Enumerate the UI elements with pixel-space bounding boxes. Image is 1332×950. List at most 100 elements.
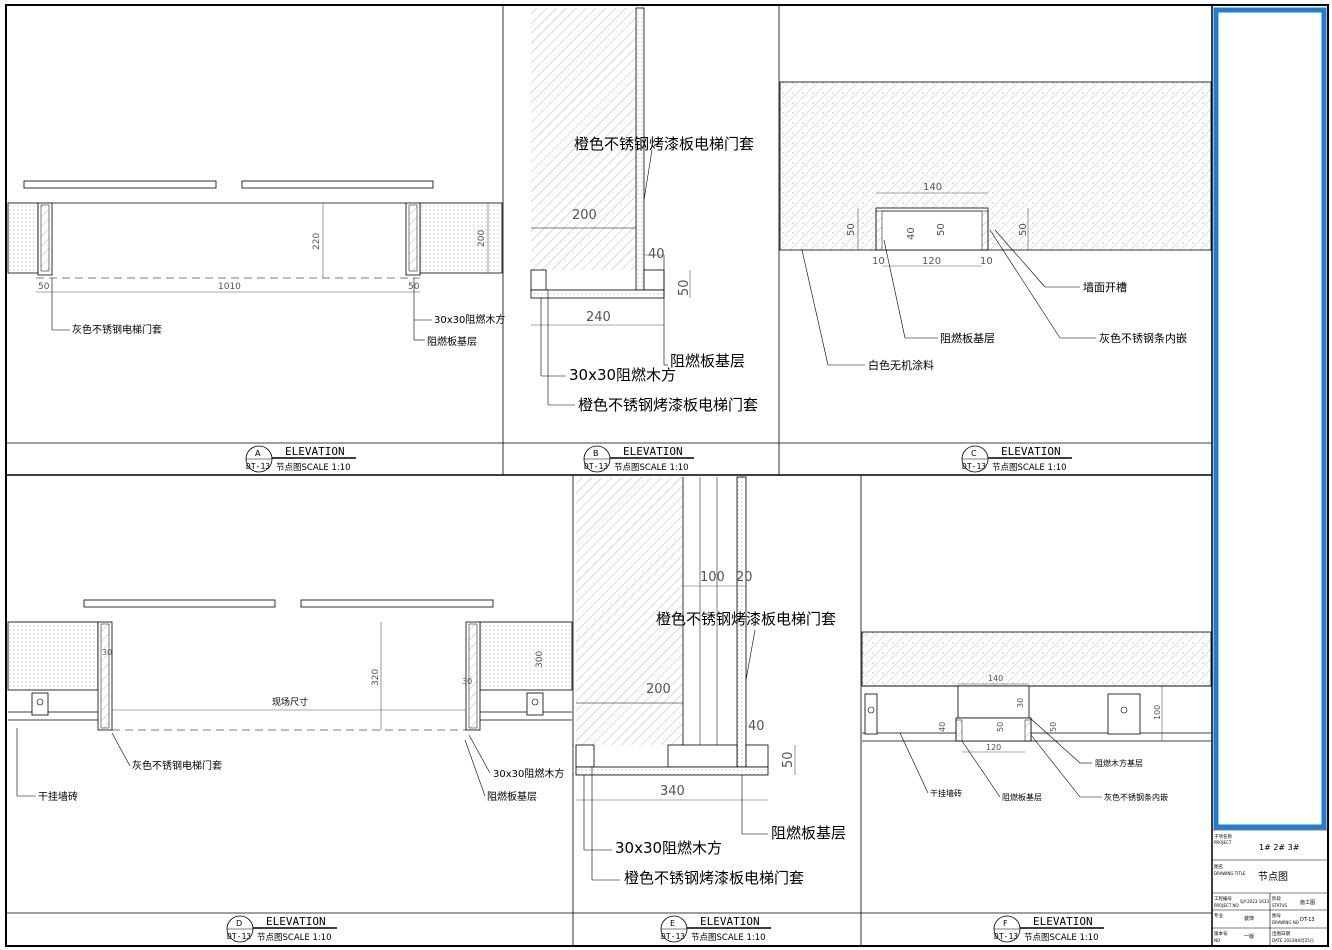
tb-major-value: 装饰 bbox=[1244, 915, 1254, 922]
caption-f-ref: DT-13 bbox=[994, 932, 1018, 941]
tb-project-label-cn: 子项名称 bbox=[1214, 833, 1232, 840]
panel-a-dim-50-right: 50 bbox=[408, 282, 420, 292]
panel-d-dim-320: 320 bbox=[371, 669, 381, 686]
panel-f-label-board: 阻燃板基层 bbox=[1002, 792, 1042, 802]
tb-major-label: 专业 bbox=[1214, 912, 1223, 919]
caption-a bbox=[245, 445, 356, 473]
panel-f-label-strip: 灰色不锈钢条内嵌 bbox=[1104, 792, 1168, 802]
panel-f-label-wood-base: 阻燃木方基层 bbox=[1095, 758, 1143, 768]
panel-f-drawing bbox=[861, 631, 1212, 798]
caption-b-subtitle: 节点图SCALE 1:10 bbox=[614, 463, 689, 473]
tb-status-en: STATUS bbox=[1272, 903, 1287, 908]
caption-d-title: ELEVATION bbox=[266, 915, 326, 928]
tb-status-value: 施工图 bbox=[1300, 899, 1315, 906]
caption-a-subtitle: 节点图SCALE 1:10 bbox=[276, 463, 351, 473]
caption-c-letter: C bbox=[971, 449, 977, 458]
panel-f-dim-50-right: 50 bbox=[1049, 722, 1058, 732]
panel-a-drawing bbox=[7, 180, 503, 341]
tb-version-en: NO bbox=[1214, 938, 1220, 943]
panel-c-drawing bbox=[779, 81, 1212, 366]
caption-b-ref: DT-13 bbox=[584, 462, 608, 471]
panel-a-label-door-cover: 灰色不锈钢电梯门套 bbox=[72, 323, 162, 336]
caption-f-title: ELEVATION bbox=[1033, 915, 1093, 928]
panel-f-dim-140: 140 bbox=[988, 674, 1003, 683]
caption-a-letter: A bbox=[255, 449, 261, 458]
caption-e-subtitle: 节点图SCALE 1:10 bbox=[691, 933, 766, 943]
panel-a-label-board: 阻燃板基层 bbox=[427, 335, 477, 348]
panel-e-dim-100: 100 bbox=[700, 570, 725, 585]
panel-b-label-door-cover-bottom: 橙色不锈钢烤漆板电梯门套 bbox=[578, 396, 758, 414]
panel-c-label-paint: 白色无机涂料 bbox=[868, 358, 934, 372]
tb-date-value: 2023年8月25日 bbox=[1284, 937, 1314, 943]
panel-c-dim-40: 40 bbox=[906, 227, 917, 240]
panel-d-drawing bbox=[7, 599, 573, 797]
panel-c-dim-10-right: 10 bbox=[980, 256, 993, 267]
panel-b-label-board: 阻燃板基层 bbox=[670, 352, 745, 370]
panel-e-dim-20: 20 bbox=[736, 570, 753, 585]
tb-project-no-en: PROJECT NO bbox=[1214, 903, 1239, 908]
panel-d-label-board: 阻燃板基层 bbox=[487, 790, 537, 803]
caption-e bbox=[660, 915, 771, 943]
caption-d-ref: DT-13 bbox=[227, 932, 251, 941]
panel-c-dim-50-left: 50 bbox=[846, 223, 857, 236]
caption-b bbox=[583, 445, 694, 473]
panel-c-dim-140: 140 bbox=[923, 182, 942, 193]
caption-c-subtitle: 节点图SCALE 1:10 bbox=[992, 463, 1067, 473]
panel-b-label-door-cover-top: 橙色不锈钢烤漆板电梯门套 bbox=[574, 135, 754, 153]
panel-b-dim-200: 200 bbox=[572, 208, 597, 223]
panel-a-label-wood: 30x30阻燃木方 bbox=[434, 313, 505, 326]
caption-e-title: ELEVATION bbox=[700, 915, 760, 928]
tb-drawing-no-label: 图号 bbox=[1272, 913, 1281, 919]
title-block-highlight[interactable] bbox=[1213, 7, 1327, 830]
caption-d-letter: D bbox=[236, 919, 242, 928]
panel-e-dim-40: 40 bbox=[748, 719, 765, 734]
caption-f-subtitle: 节点图SCALE 1:10 bbox=[1024, 933, 1099, 943]
panel-f-dim-120: 120 bbox=[986, 743, 1001, 752]
panel-b-drawing bbox=[530, 7, 691, 406]
panel-c-dim-50-mid: 50 bbox=[936, 223, 947, 236]
tb-project-value: 1# 2# 3# bbox=[1259, 843, 1300, 852]
sheet-frame bbox=[5, 4, 1329, 947]
panel-e-dim-340: 340 bbox=[660, 784, 685, 799]
panel-f-dim-100: 100 bbox=[1153, 705, 1162, 720]
caption-a-title: ELEVATION bbox=[285, 445, 345, 458]
panel-e-drawing bbox=[575, 476, 796, 881]
tb-drawing-label-en: DRAWING TITLE bbox=[1214, 871, 1246, 876]
title-block-grid bbox=[1212, 829, 1328, 946]
panel-f-dim-30: 30 bbox=[1016, 698, 1025, 708]
caption-c-ref: DT-13 bbox=[962, 462, 986, 471]
panel-a-dim-1010: 1010 bbox=[218, 282, 241, 292]
panel-c-label-board: 阻燃板基层 bbox=[940, 331, 995, 345]
panel-f-dim-40: 40 bbox=[938, 722, 947, 732]
panel-d-label-door-cover: 灰色不锈钢电梯门套 bbox=[132, 759, 222, 772]
tb-drawing-label-cn: 图名 bbox=[1214, 863, 1223, 870]
caption-d bbox=[226, 915, 337, 943]
panel-d-dim-300: 300 bbox=[535, 651, 545, 668]
tb-project-no-value: SJY-2023-1633 bbox=[1240, 899, 1269, 904]
panel-d-label-tile: 干挂墙砖 bbox=[38, 790, 78, 803]
panel-c-dim-10-left: 10 bbox=[872, 256, 885, 267]
panel-f-label-tile: 干挂墙砖 bbox=[930, 788, 962, 798]
panel-b-dim-40: 40 bbox=[648, 247, 665, 262]
tb-date-en: DATE bbox=[1272, 938, 1283, 943]
tb-version-value: 一版 bbox=[1244, 933, 1254, 940]
panel-e-dim-200: 200 bbox=[646, 682, 671, 697]
caption-c-title: ELEVATION bbox=[1001, 445, 1061, 458]
panel-e-label-wood: 30x30阻燃木方 bbox=[615, 839, 722, 857]
panel-b-dim-50: 50 bbox=[677, 279, 692, 296]
caption-e-ref: DT-13 bbox=[661, 932, 685, 941]
caption-f-letter: F bbox=[1003, 919, 1008, 928]
caption-d-subtitle: 节点图SCALE 1:10 bbox=[257, 933, 332, 943]
caption-e-letter: E bbox=[670, 919, 675, 928]
tb-drawing-no-en: DRAWING NO bbox=[1272, 920, 1299, 925]
tb-status-label: 阶段 bbox=[1272, 895, 1281, 902]
panel-c-label-strip: 灰色不锈钢条内嵌 bbox=[1099, 331, 1187, 345]
panel-e-label-door-cover-top: 橙色不锈钢烤漆板电梯门套 bbox=[656, 610, 836, 628]
panel-a-dim-50-left: 50 bbox=[38, 282, 50, 292]
caption-c bbox=[961, 445, 1072, 473]
panel-e-dim-50: 50 bbox=[781, 751, 796, 768]
caption-a-ref: DT-13 bbox=[246, 462, 270, 471]
panel-d-label-wood: 30x30阻燃木方 bbox=[493, 767, 564, 780]
caption-f bbox=[993, 915, 1104, 943]
